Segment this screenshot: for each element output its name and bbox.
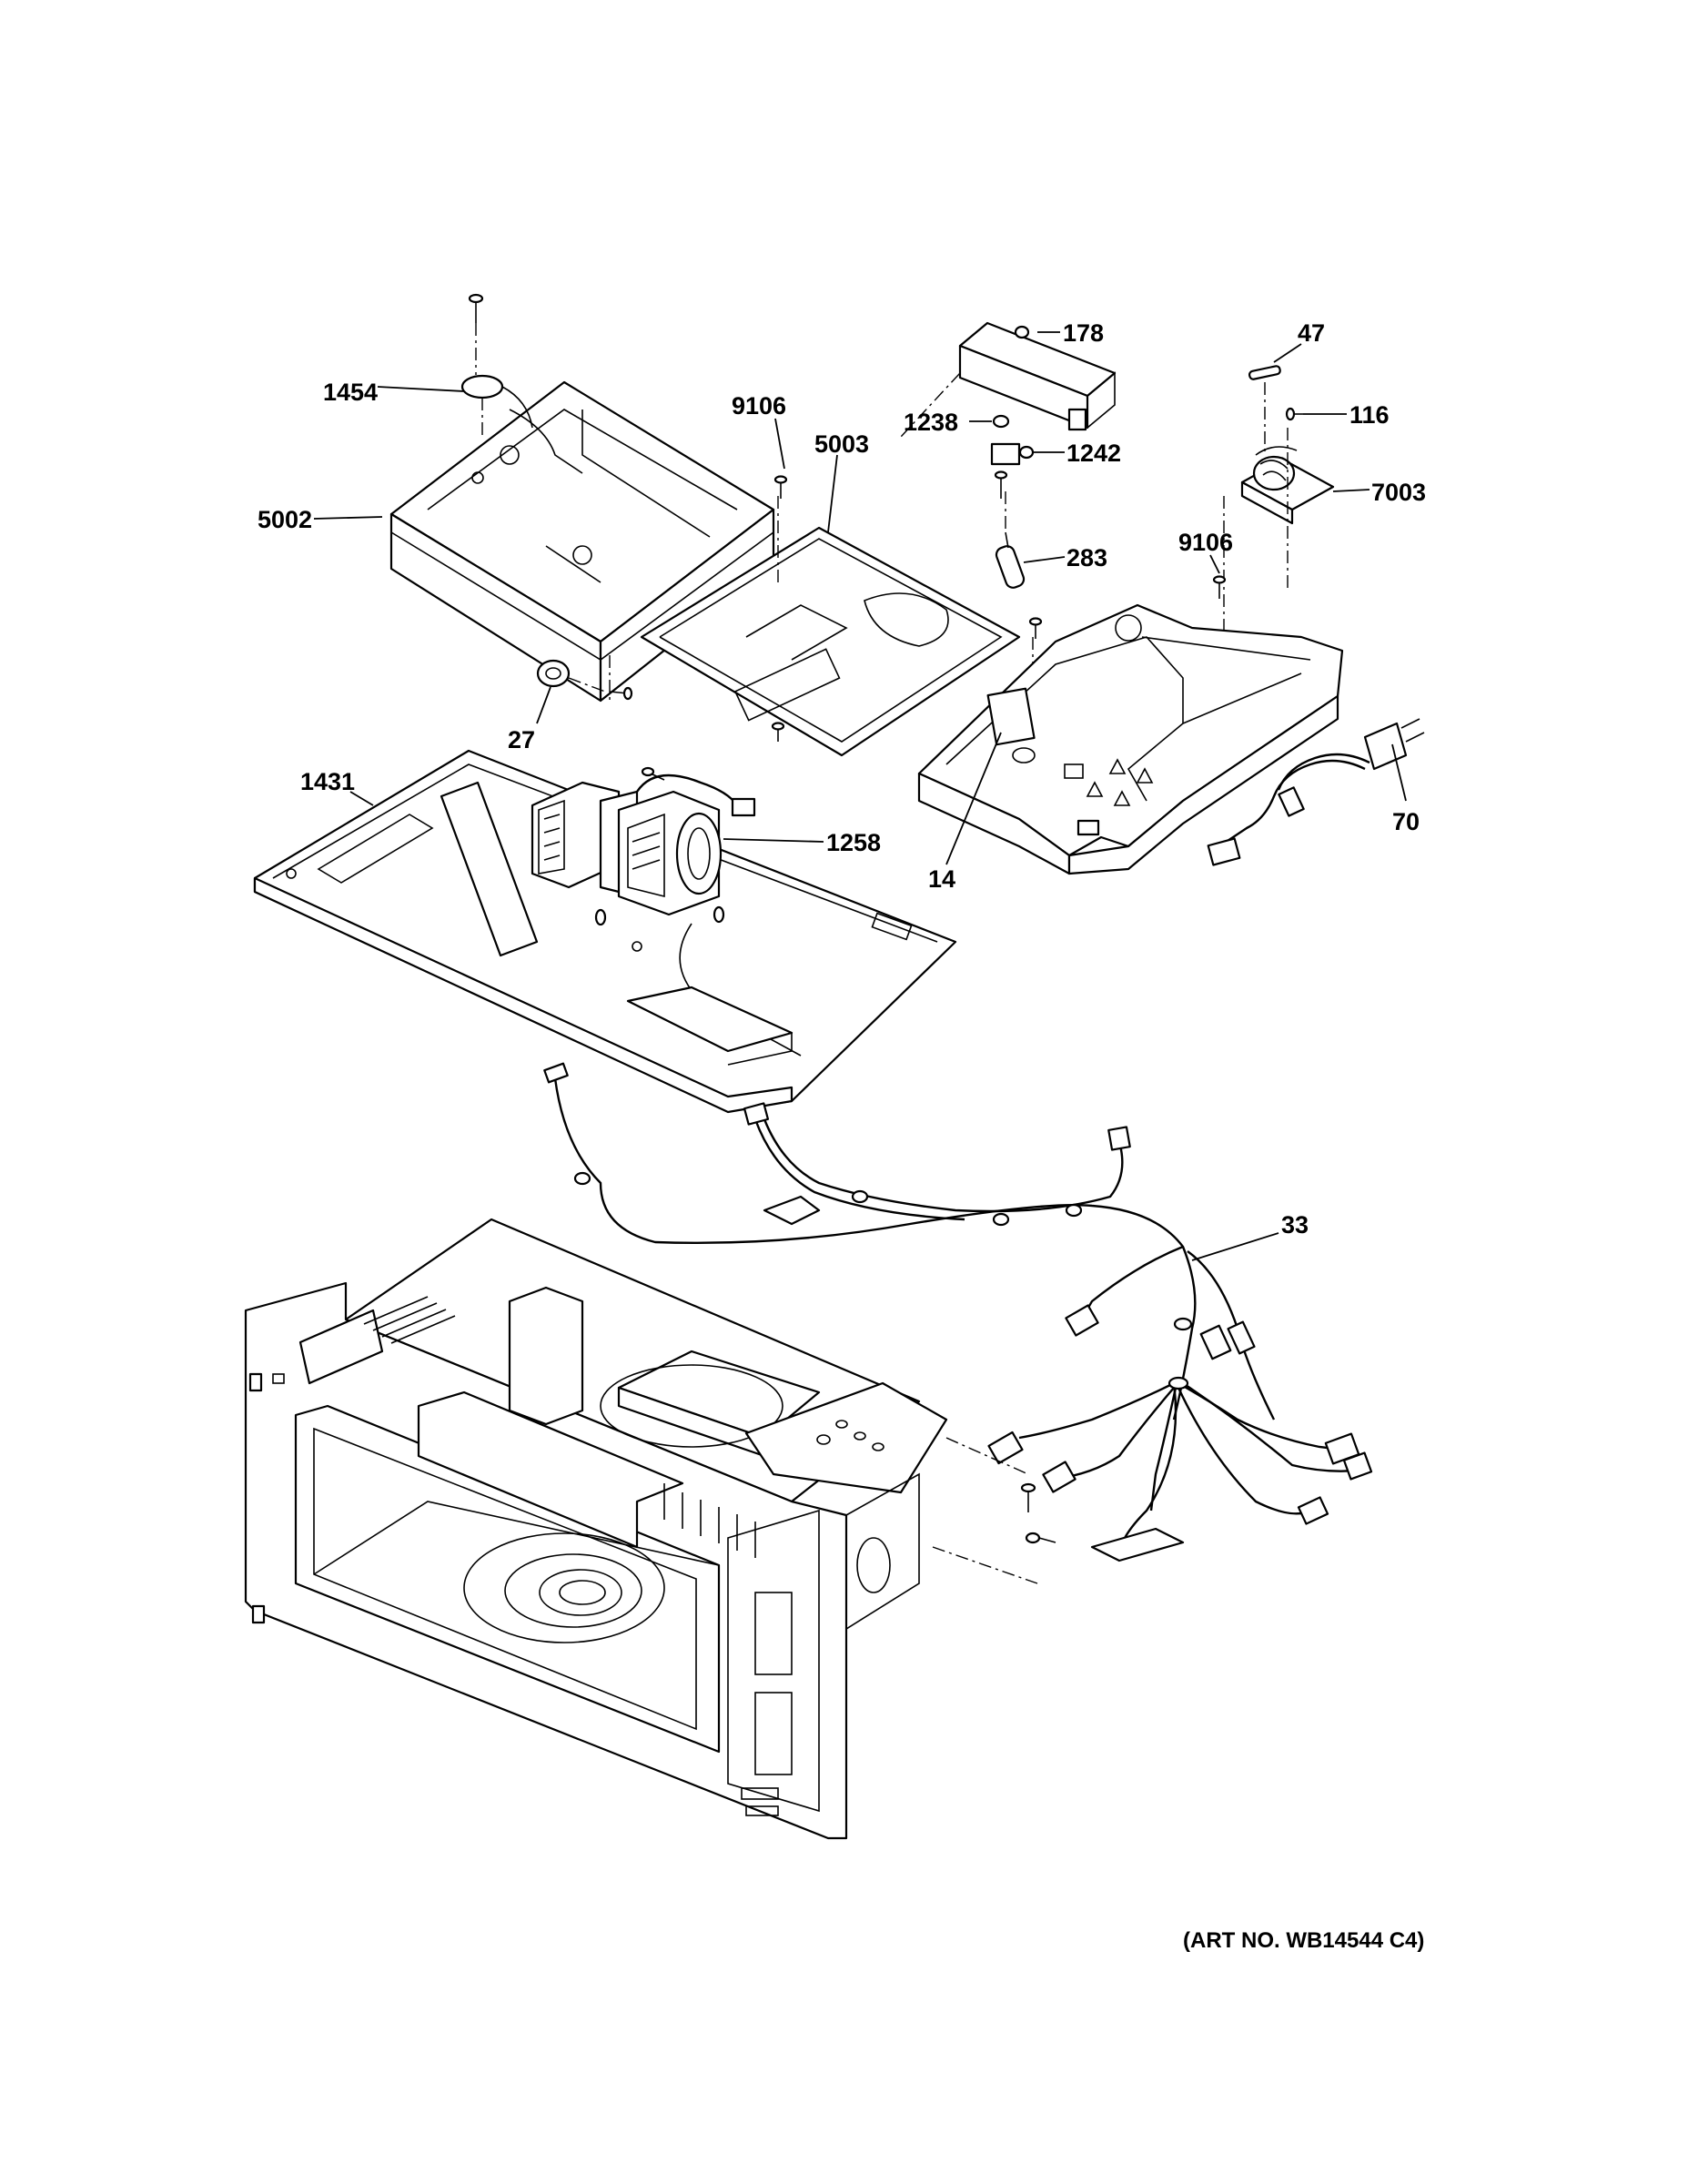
callout-178: 178 xyxy=(1063,319,1104,347)
callout-5003: 5003 xyxy=(814,430,869,458)
screw-icon xyxy=(609,686,633,701)
switch-bracket xyxy=(958,321,1117,431)
leader-lines xyxy=(313,331,1407,1261)
screw-icon xyxy=(641,766,665,781)
fan-motor-1258 xyxy=(531,774,756,926)
screw-icon xyxy=(1025,1532,1056,1544)
callout-70: 70 xyxy=(1392,808,1420,835)
callout-14: 14 xyxy=(928,865,955,893)
callout-1454: 1454 xyxy=(323,379,378,406)
cover-plate-5003 xyxy=(640,526,1021,757)
fuse-47-icon xyxy=(1248,365,1281,380)
callout-7003: 7003 xyxy=(1371,479,1426,506)
callout-9106b: 9106 xyxy=(1178,529,1233,556)
callout-1242: 1242 xyxy=(1066,440,1121,467)
screw-icon xyxy=(773,475,788,499)
callout-283: 283 xyxy=(1066,544,1107,571)
callout-47: 47 xyxy=(1298,319,1325,347)
microwave-cavity-chassis xyxy=(244,1218,948,1840)
screw-icon xyxy=(468,293,484,323)
switch-1242 xyxy=(990,442,1035,466)
screw-icon xyxy=(771,722,785,742)
callout-9106a: 9106 xyxy=(732,392,786,420)
callout-1238: 1238 xyxy=(904,409,958,436)
callout-33: 33 xyxy=(1281,1211,1309,1239)
callout-1431: 1431 xyxy=(300,768,355,795)
callout-5002: 5002 xyxy=(258,506,312,533)
callout-116: 116 xyxy=(1349,401,1390,429)
screw-icon xyxy=(1028,617,1043,639)
screw-icon xyxy=(1285,407,1303,421)
art-number: (ART NO. WB14544 C4) xyxy=(1183,1928,1424,1953)
wire-harness-33 xyxy=(543,1062,1373,1562)
control-box-housing xyxy=(917,603,1344,875)
screw-icon xyxy=(1212,575,1227,599)
air-guide-duct-5002 xyxy=(389,380,775,703)
thermostat-27 xyxy=(536,659,606,693)
callout-1258: 1258 xyxy=(826,829,881,856)
screw-icon xyxy=(1020,1482,1036,1512)
fuse-283 xyxy=(995,531,1026,589)
callout-27: 27 xyxy=(508,726,535,753)
base-plate-1431 xyxy=(253,749,957,1114)
nut-178-icon xyxy=(1014,325,1030,339)
washer-1238-icon xyxy=(992,414,1010,429)
screw-icon xyxy=(994,470,1008,499)
